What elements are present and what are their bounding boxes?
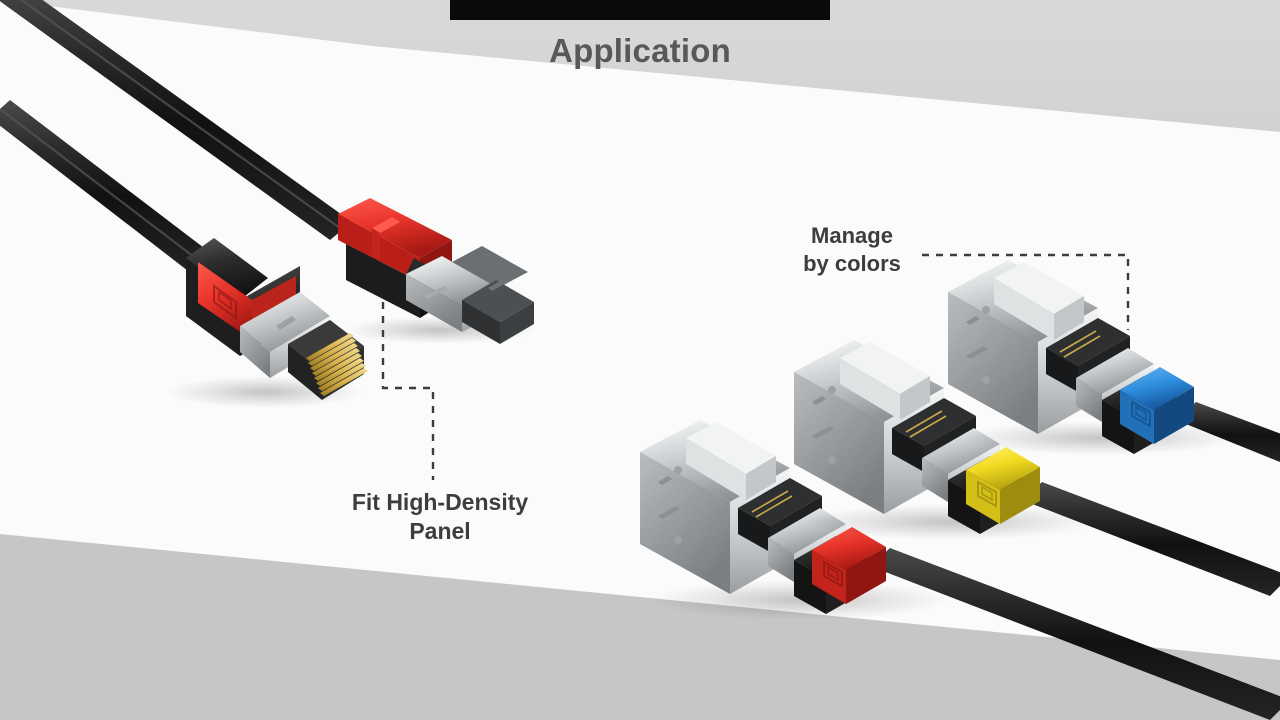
brand-emboss-icon <box>823 560 843 588</box>
cable-blue-right <box>1176 402 1280 462</box>
cable-yellow-right <box>1022 482 1280 596</box>
keystone-blue <box>948 260 1280 462</box>
plug-gold-contacts <box>306 333 368 396</box>
keystone-yellow <box>794 340 1280 596</box>
brand-emboss-icon <box>213 284 245 320</box>
plug-red-side <box>338 198 536 344</box>
cable-upper-left <box>0 0 352 240</box>
plug-red-label <box>198 262 252 340</box>
top-diagonal-band <box>0 0 1280 132</box>
keystone-red <box>640 420 1280 720</box>
brand-emboss-icon <box>977 480 997 508</box>
keystone-blue-boot <box>1120 367 1194 410</box>
plug-boot-shell <box>186 238 268 300</box>
cable-lower-left <box>0 100 212 274</box>
bottom-diagonal-band <box>0 534 1280 720</box>
plug-red-front <box>167 238 368 408</box>
leader-line-fit-high-density-panel <box>381 302 435 480</box>
brand-emboss-icon <box>1131 400 1151 428</box>
keystone-yellow-boot <box>966 447 1040 490</box>
leader-line-manage-by-colors <box>922 253 1130 330</box>
plug-latch <box>338 198 452 258</box>
cable-red-right <box>870 548 1280 720</box>
keystone-red-boot <box>812 527 886 570</box>
